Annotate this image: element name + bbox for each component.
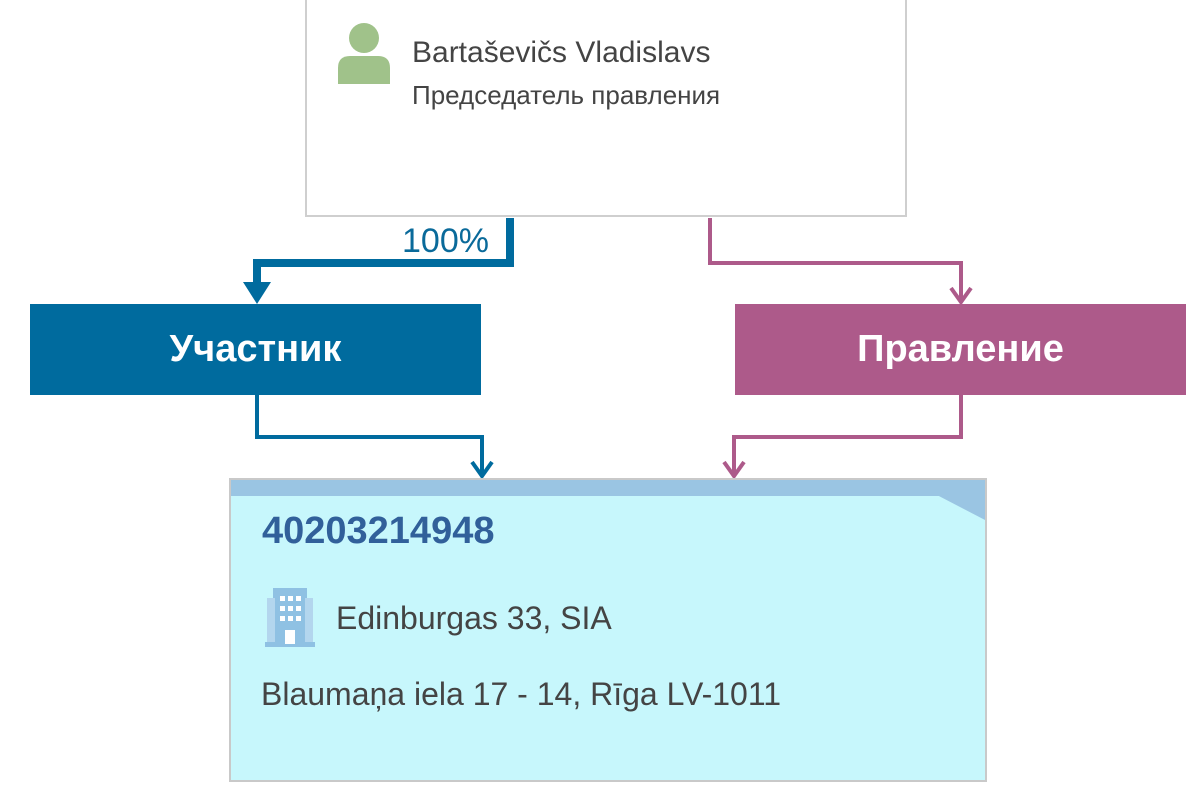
person-role: Председатель правления	[412, 80, 721, 110]
person-icon	[338, 23, 390, 84]
category-member[interactable]: Участник	[30, 304, 481, 395]
arrowhead-board-to-company	[722, 460, 746, 480]
building-icon	[265, 588, 315, 647]
company-registration-number[interactable]: 40203214948	[262, 510, 495, 552]
company-name: Edinburgas 33, SIA	[336, 600, 612, 636]
connector-member-to-company	[255, 395, 484, 474]
company-card-corner-tab	[935, 494, 985, 520]
category-board-label: Правление	[857, 328, 1064, 370]
person-card[interactable]	[305, 0, 907, 217]
category-board[interactable]: Правление	[735, 304, 1186, 395]
company-address: Blaumaņa iela 17 - 14, Rīga LV-1011	[261, 676, 782, 712]
company-card-header-bar	[231, 480, 985, 496]
connector-person-to-board	[708, 218, 963, 300]
connector-board-to-company	[732, 395, 963, 474]
ownership-share-label: 100%	[402, 222, 489, 260]
company-card[interactable]	[229, 478, 987, 782]
arrowhead-person-to-board	[949, 286, 973, 306]
connector-person-to-member	[253, 218, 514, 296]
arrowhead-person-to-member	[243, 282, 271, 304]
arrowhead-member-to-company	[470, 460, 494, 480]
category-member-label: Участник	[169, 328, 342, 370]
person-name[interactable]: Bartaševičs Vladislavs	[412, 36, 711, 69]
